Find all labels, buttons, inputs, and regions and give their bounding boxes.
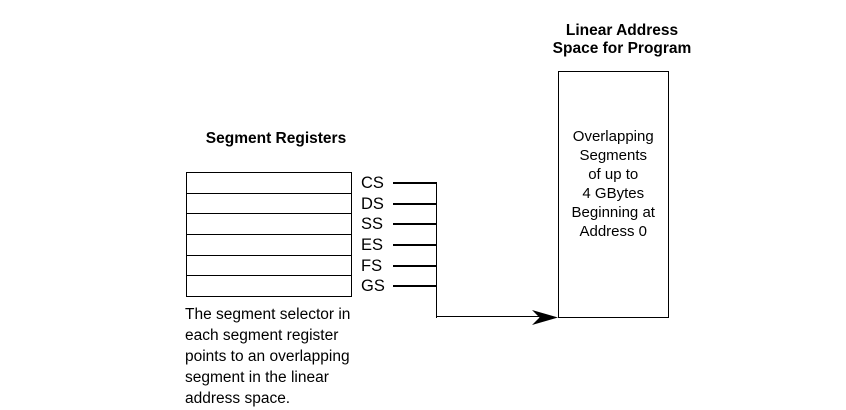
register-label-gs: GS bbox=[361, 276, 385, 295]
register-label-es: ES bbox=[361, 235, 384, 254]
figure-caption: The segment selector in each segment reg… bbox=[185, 306, 351, 407]
connector-line-cs bbox=[393, 182, 437, 184]
segment-register-cell-ds bbox=[187, 192, 351, 214]
connector-line-fs bbox=[393, 265, 437, 267]
arrowhead-icon bbox=[532, 310, 558, 325]
register-label-cs: CS bbox=[361, 173, 384, 192]
connector-line-es bbox=[393, 244, 437, 246]
segment-register-cell-fs bbox=[187, 254, 351, 276]
segment-register-cell-cs bbox=[187, 173, 351, 193]
connector-vertical-line bbox=[435, 182, 437, 318]
connector-line-gs bbox=[393, 285, 437, 287]
connector-line-ds bbox=[393, 203, 437, 205]
segment-register-cell-gs bbox=[187, 275, 351, 296]
register-label-ds: DS bbox=[361, 194, 384, 213]
linear-address-space-title: Linear Address Space for Program bbox=[552, 22, 692, 57]
linear-address-space-box: Overlapping Segments of up to 4 GBytes B… bbox=[558, 71, 669, 318]
connector-line-ss bbox=[393, 223, 437, 225]
arrow-shaft-line bbox=[436, 315, 546, 317]
overlapping-segments-text: Overlapping Segments of up to 4 GBytes B… bbox=[571, 128, 655, 240]
register-label-ss: SS bbox=[361, 214, 384, 233]
segment-register-cell-es bbox=[187, 234, 351, 255]
segment-registers-title: Segment Registers bbox=[205, 130, 347, 147]
register-label-fs: FS bbox=[361, 256, 383, 275]
segment-registers-box bbox=[186, 172, 352, 297]
segment-register-cell-ss bbox=[187, 213, 351, 234]
